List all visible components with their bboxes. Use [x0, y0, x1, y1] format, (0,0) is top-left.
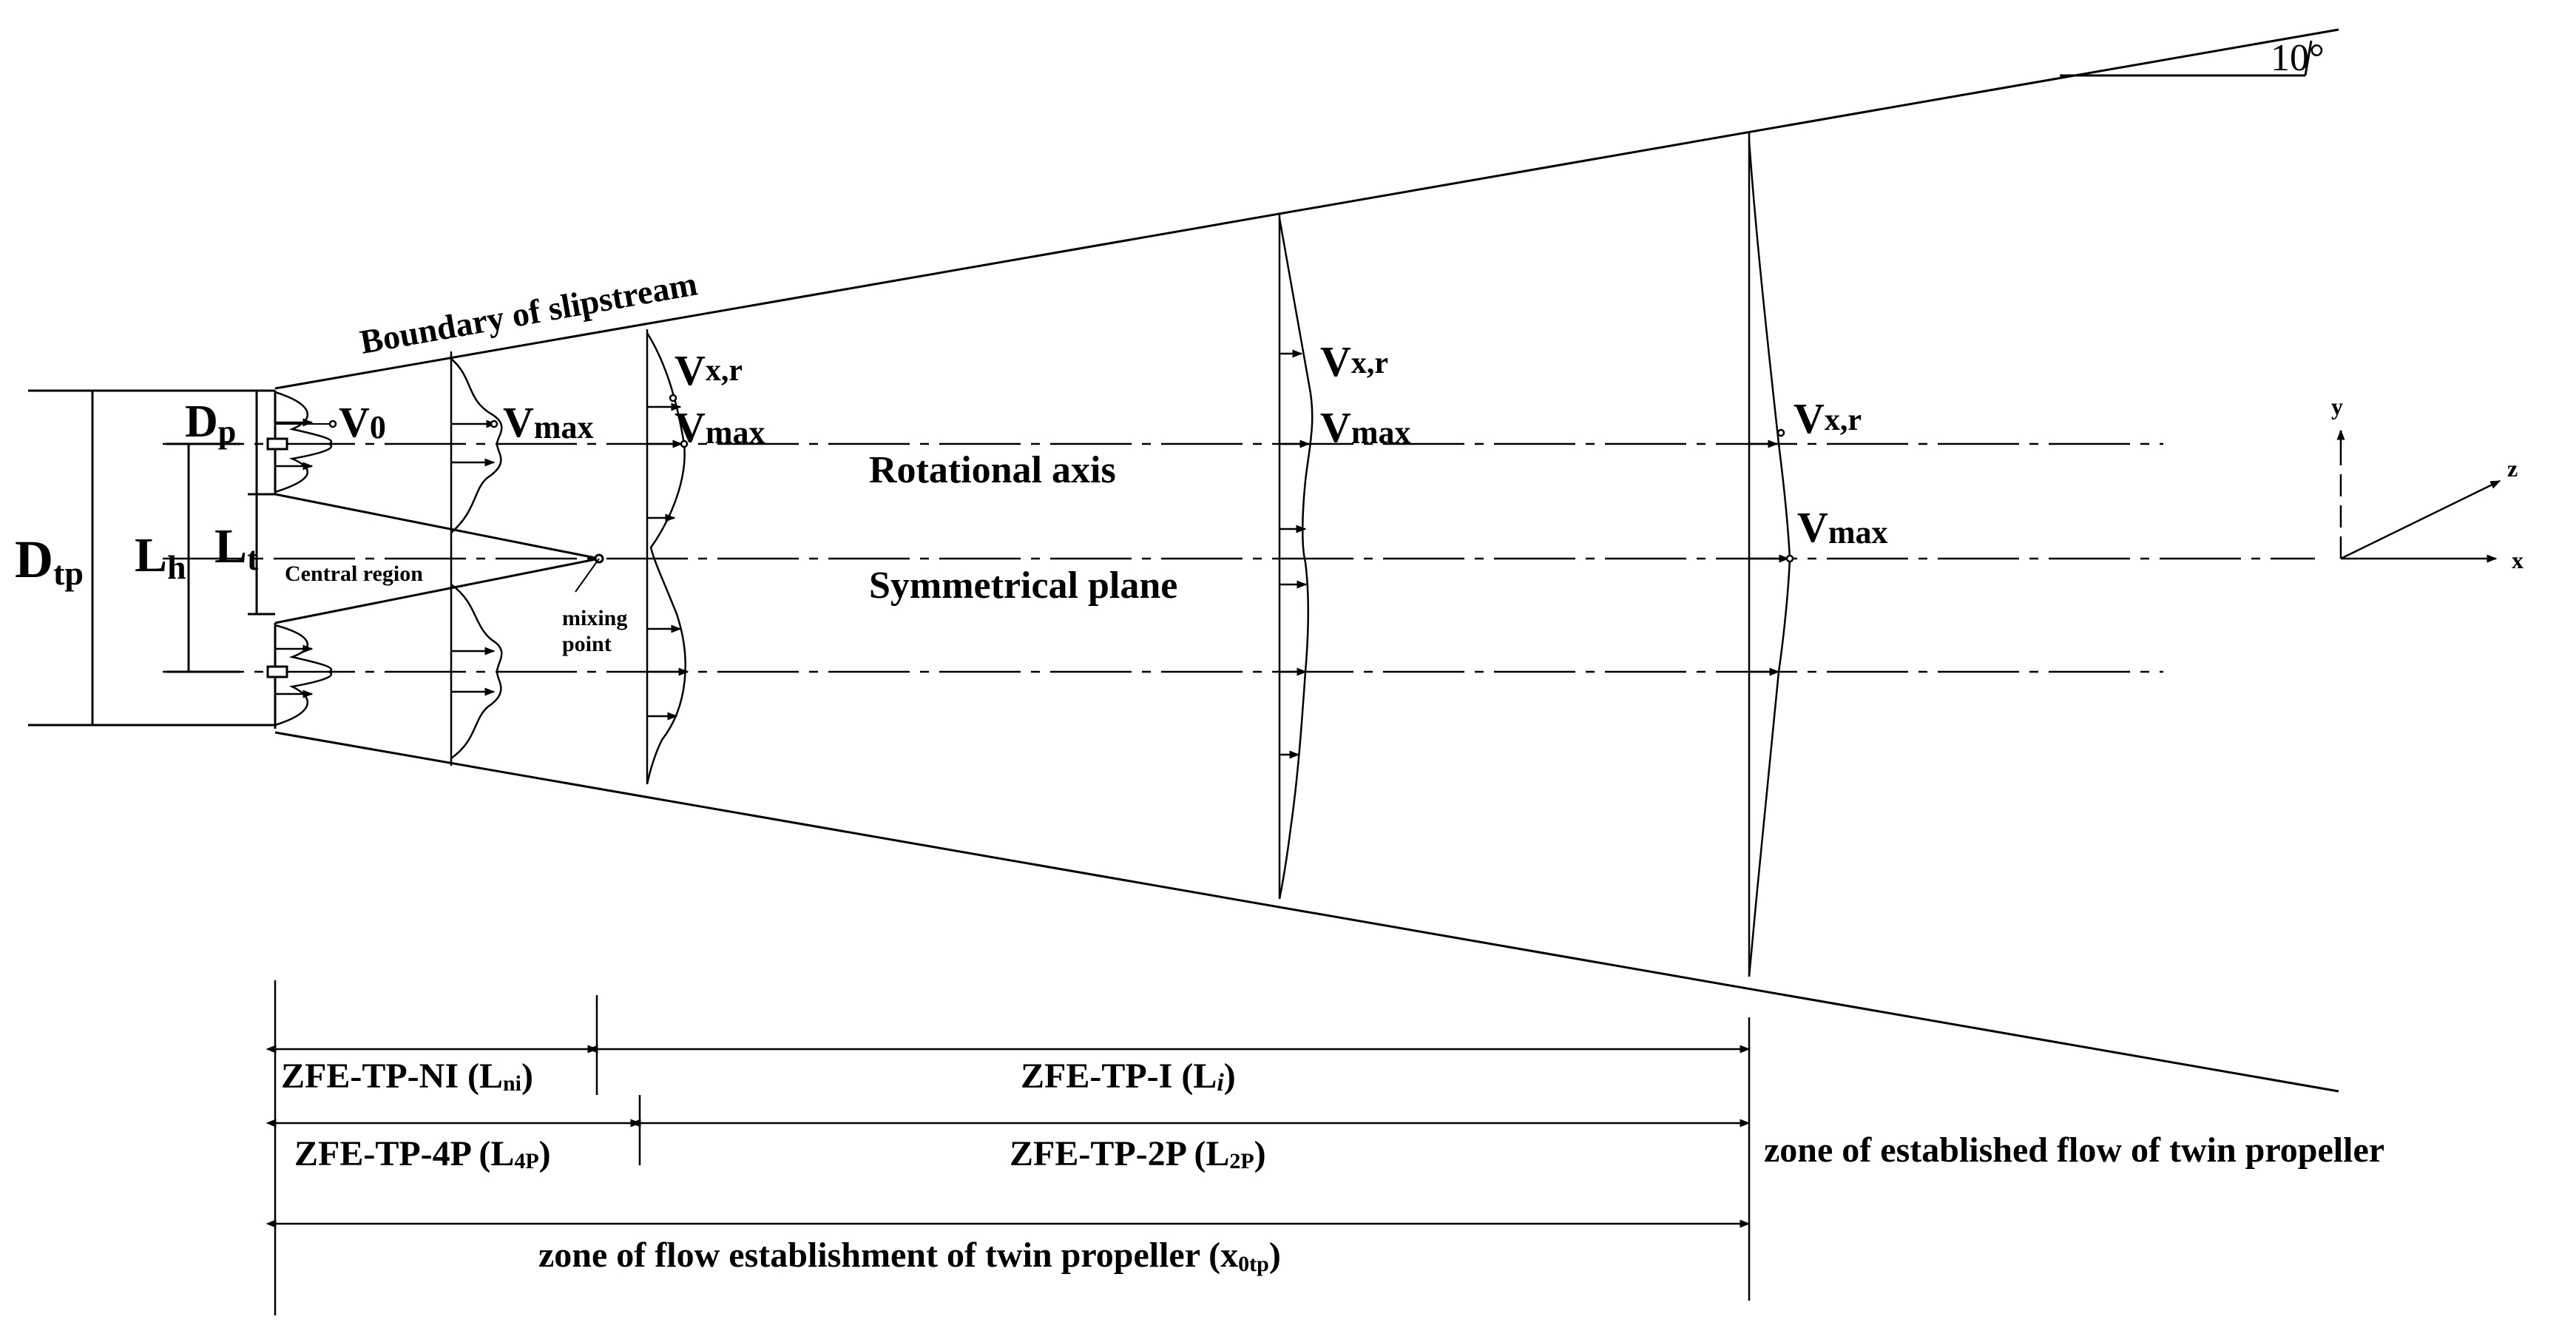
velocity-profile-2	[450, 351, 503, 766]
axis-x-label: x	[2512, 547, 2523, 573]
dimension-L-t	[248, 493, 275, 616]
label-D-tp: Dtp	[15, 530, 84, 592]
label-Vmax-3: Vmax	[675, 403, 765, 451]
angle-label: 10°	[2271, 37, 2325, 79]
velocity-profile-propeller	[274, 391, 337, 727]
zone-dimension-lines	[266, 980, 1751, 1315]
velocity-profile-3	[646, 329, 689, 785]
velocity-profile-5	[1748, 133, 1794, 977]
label-Vxr-3: Vx,r	[675, 346, 743, 394]
zone-2p-label: ZFE-TP-2P (L2P)	[1010, 1134, 1266, 1173]
label-D-p: Dp	[185, 397, 236, 450]
propeller-lower	[266, 623, 288, 729]
label-Vmax-4: Vmax	[1320, 403, 1411, 451]
inner-boundary-upper	[274, 493, 600, 560]
label-Vmax-5: Vmax	[1797, 503, 1888, 551]
label-V0: V0	[339, 398, 386, 446]
boundary-label: Boundary of slipstream	[357, 264, 700, 360]
zone-ni-label: ZFE-TP-NI (Lni)	[281, 1057, 533, 1096]
rotational-axis-label: Rotational axis	[869, 449, 1116, 491]
velocity-profile-4	[1278, 215, 1314, 900]
central-region-label: Central region	[285, 562, 423, 586]
coordinate-axes	[2336, 429, 2501, 563]
inner-boundary-lower	[274, 557, 600, 624]
dimension-D-tp	[28, 389, 275, 727]
label-Vmax-2: Vmax	[503, 398, 594, 446]
centerlines	[163, 442, 2315, 673]
slipstream-boundary-upper	[274, 28, 2339, 390]
label-Vxr-5: Vx,r	[1794, 394, 1862, 442]
zone-establishment-label: zone of flow establishment of twin prope…	[538, 1236, 1281, 1276]
point-label: point	[562, 632, 612, 656]
axis-y-label: y	[2331, 393, 2343, 419]
mixing-label: mixing	[562, 606, 627, 630]
axis-z-label: z	[2507, 455, 2518, 482]
slipstream-boundary-lower	[274, 731, 2339, 1093]
dimension-L-h	[166, 442, 240, 673]
label-L-h: Lh	[135, 528, 186, 586]
zone-established-label: zone of established flow of twin propell…	[1764, 1130, 2384, 1170]
zone-4p-label: ZFE-TP-4P (L4P)	[294, 1134, 551, 1173]
symmetrical-plane-label: Symmetrical plane	[869, 565, 1177, 607]
label-L-t: Lt	[214, 519, 259, 577]
mixing-point-leader	[575, 558, 600, 593]
angle-indicator	[2060, 40, 2313, 77]
zone-i-label: ZFE-TP-I (Li)	[1021, 1057, 1236, 1096]
label-Vxr-4: Vx,r	[1320, 337, 1388, 385]
propeller-upper	[266, 391, 288, 494]
dimension-D-p	[244, 389, 275, 494]
